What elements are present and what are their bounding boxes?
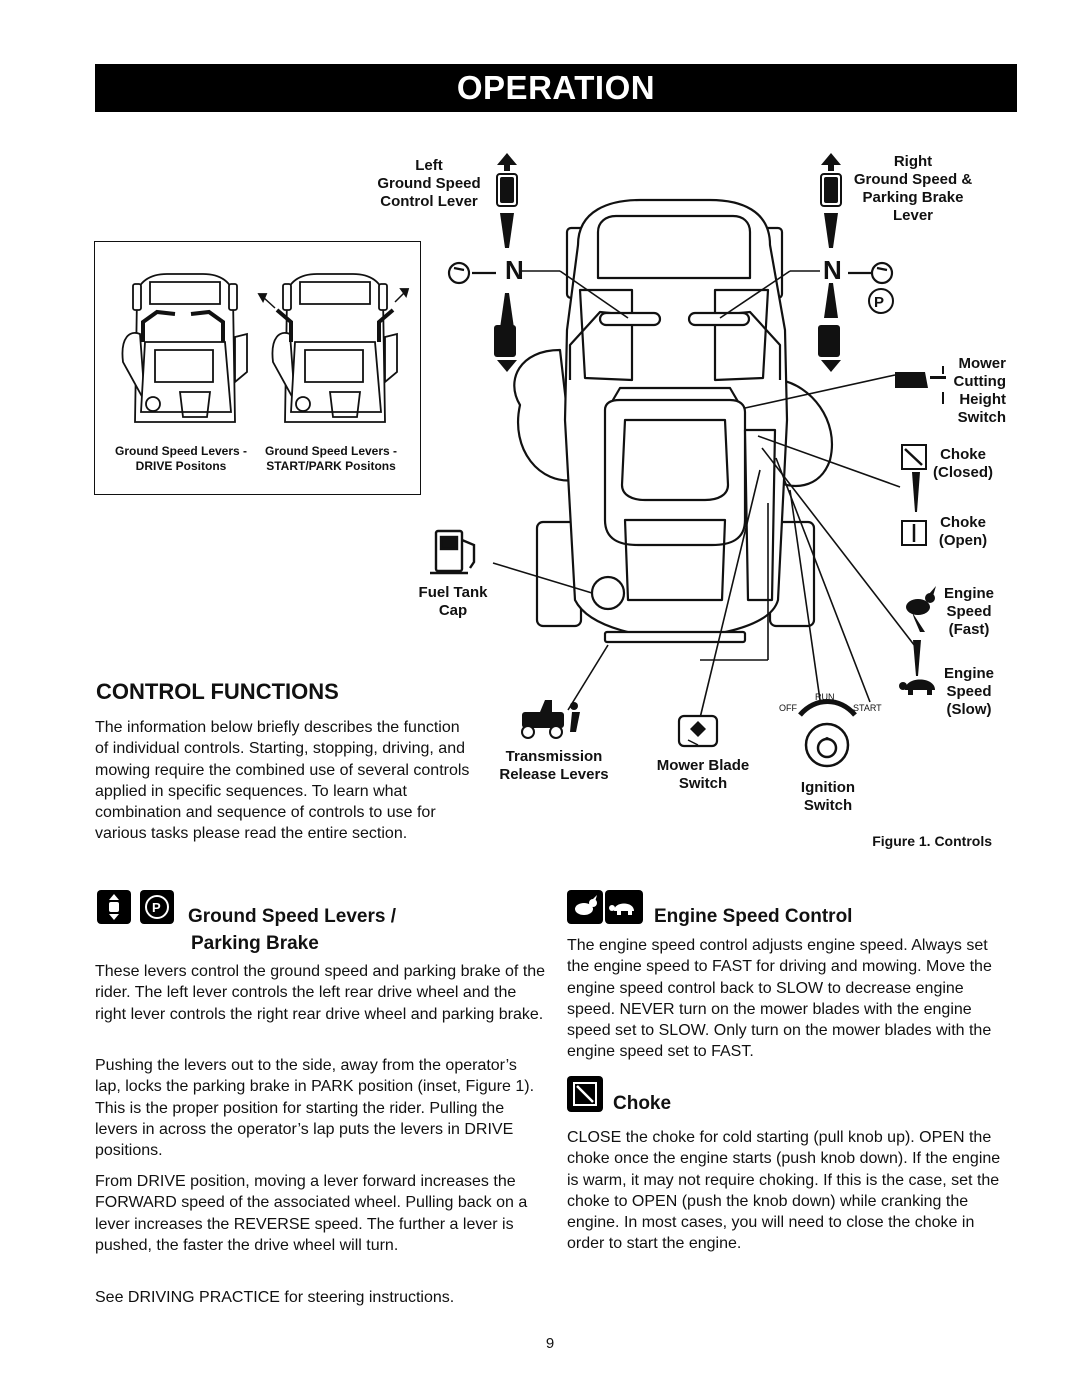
page-number: 9 [545, 1335, 555, 1352]
engine-speed-p1: The engine speed control adjusts engine … [567, 937, 992, 1061]
label-ignition: Ignition Switch [800, 779, 856, 814]
turtle-badge-icon [605, 890, 643, 924]
right-lever-icons [818, 153, 842, 372]
fuel-pump-icon [430, 529, 476, 575]
choke-p1: CLOSE the choke for cold starting (pull … [567, 1129, 1001, 1253]
label-choke-open: Choke (Open) [938, 514, 988, 549]
rabbit-badge-icon [567, 890, 603, 924]
ground-speed-title-1: Ground Speed Levers / [188, 906, 396, 927]
right-ignition-icon [848, 261, 894, 285]
svg-text:P: P [152, 900, 161, 915]
rabbit-icon [906, 586, 936, 632]
turtle-icon [899, 640, 935, 695]
choke-closed-icon [901, 444, 927, 512]
left-lever-grip [598, 311, 662, 327]
label-fuel-tank: Fuel Tank Cap [418, 584, 488, 619]
ground-speed-p4: See DRIVING PRACTICE for steering instru… [95, 1289, 455, 1306]
mower-height-icon [895, 366, 946, 404]
label-engine-slow: Engine Speed (Slow) [943, 665, 994, 718]
rear-bumper [603, 630, 747, 644]
label-engine-fast: Engine Speed (Fast) [943, 585, 994, 638]
ignition-switch-icon [798, 699, 857, 768]
right-lever-grip [687, 311, 751, 327]
label-choke-closed: Choke (Closed) [933, 446, 993, 481]
transmission-icon [521, 700, 580, 739]
hood [596, 214, 752, 280]
svg-text:OFF: OFF [779, 703, 797, 713]
svg-text:N: N [505, 255, 524, 285]
ground-speed-title-2: Parking Brake [191, 933, 319, 954]
mower-blade-icon [677, 714, 719, 748]
parking-brake-icon: P [868, 288, 894, 314]
ground-speed-p2: Pushing the levers out to the side, away… [95, 1057, 535, 1160]
label-left-lever: Left Ground Speed Control Lever [377, 157, 481, 210]
foot-panel-right [713, 288, 770, 382]
ground-speed-p3: From DRIVE position, moving a lever forw… [95, 1173, 528, 1254]
left-lever-icons [494, 153, 518, 372]
lever-icon [97, 890, 131, 924]
inset-drawings [121, 273, 410, 423]
page-title-banner: OPERATION [95, 64, 1017, 112]
seat-cushion [620, 418, 730, 502]
label-mower-blade: Mower Blade Switch [656, 757, 750, 792]
label-right-lever: Right Ground Speed & Parking Brake Lever [853, 153, 973, 224]
label-transmission: Transmission Release Levers [499, 748, 609, 783]
label-mower-cutting-height: Mower Cutting Height Switch [953, 355, 1006, 426]
svg-text:N: N [823, 255, 842, 285]
left-ignition-icon [447, 261, 496, 285]
rear-panel [623, 518, 727, 602]
seat [603, 398, 747, 547]
controls-diagram: N N P [430, 153, 946, 768]
inset-caption-drive: Ground Speed Levers - DRIVE Positons [114, 444, 248, 473]
section-title-control-functions: CONTROL FUNCTIONS [96, 679, 339, 704]
choke-title: Choke [613, 1093, 672, 1114]
fuel-cap [590, 575, 626, 611]
control-functions-intro: The information below briefly describes … [95, 719, 470, 843]
inset-lever-positions: Ground Speed Levers - DRIVE Positons Gro… [94, 241, 421, 495]
page-title: OPERATION [456, 69, 656, 106]
svg-text:START: START [853, 703, 882, 713]
mower-deck-right [773, 378, 833, 488]
figure-caption: Figure 1. Controls [872, 833, 992, 849]
parking-brake-badge-icon: P [140, 890, 174, 924]
svg-text:P: P [874, 294, 884, 311]
inset-caption-park: Ground Speed Levers - START/PARK Positon… [264, 444, 398, 473]
engine-speed-title: Engine Speed Control [654, 906, 853, 927]
choke-open-icon [901, 520, 927, 546]
choke-badge-icon [567, 1076, 603, 1112]
foot-panel-left [578, 288, 634, 382]
svg-text:RUN: RUN [815, 692, 835, 702]
ground-speed-p1: These levers control the ground speed an… [95, 963, 546, 1023]
